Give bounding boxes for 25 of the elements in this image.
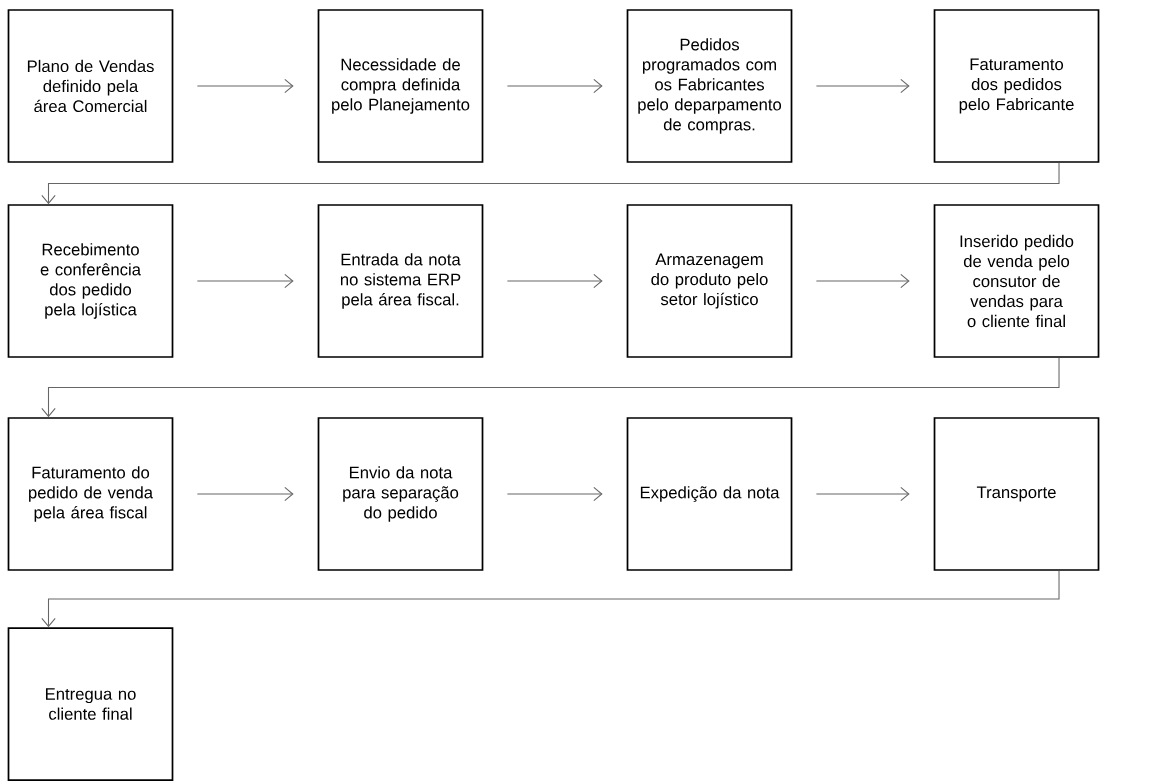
process-box: Envio da nota para separação do pedido (317, 417, 484, 571)
arrow (815, 486, 910, 502)
process-box: Entrada da nota no sistema ERP pela área fiscal. (317, 204, 484, 358)
process-box: Entregua no cliente final (7, 627, 174, 781)
arrow (196, 78, 294, 94)
arrow (41, 570, 1060, 628)
arrow (815, 273, 910, 289)
process-box: Pedidos programados com os Fabricantes pelo deparpamento de compras. (626, 9, 793, 163)
process-box: Transporte (933, 417, 1100, 571)
process-box: Inserido pedido de venda pelo consutor de vendas para o cliente final (933, 204, 1100, 358)
arrow (506, 486, 603, 502)
arrow (196, 273, 294, 289)
process-box: Armazenagem do produto pelo setor lojístico (626, 204, 793, 358)
process-box: Expedição da nota (626, 417, 793, 571)
process-box: Plano de Vendas definido pela área Comercial (7, 9, 174, 163)
arrow (41, 357, 1060, 418)
arrow (506, 78, 603, 94)
arrow (196, 486, 294, 502)
arrow (41, 162, 1060, 205)
process-box: Necessidade de compra definida pelo Planejamento (317, 9, 484, 163)
process-box: Recebimento e conferência dos pedido pela lojística (7, 204, 174, 358)
process-box: Faturamento dos pedidos pelo Fabricante (933, 9, 1100, 163)
arrow (815, 78, 910, 94)
process-box: Faturamento do pedido de venda pela área fiscal (7, 417, 174, 571)
arrow (506, 273, 603, 289)
